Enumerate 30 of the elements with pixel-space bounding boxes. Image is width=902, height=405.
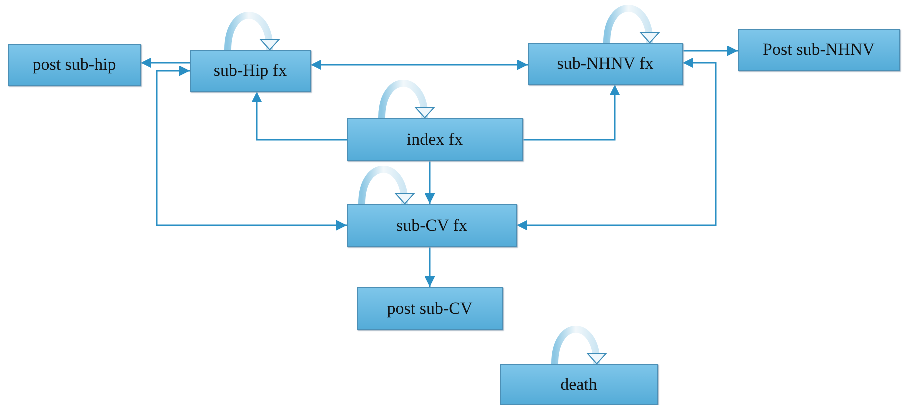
state-box bbox=[190, 50, 311, 92]
arrow bbox=[523, 85, 620, 141]
state-label: post sub-hip bbox=[32, 55, 116, 75]
arrow bbox=[424, 161, 436, 204]
state-box bbox=[500, 364, 658, 405]
self-loop-arrow bbox=[552, 326, 606, 365]
state-box bbox=[738, 29, 900, 71]
self-loop-arrow bbox=[604, 5, 660, 44]
arrow bbox=[252, 92, 347, 141]
state-label: sub-Hip fx bbox=[214, 61, 288, 81]
arrow bbox=[517, 58, 717, 231]
state-box bbox=[8, 44, 141, 86]
state-label: sub-NHNV fx bbox=[557, 54, 654, 74]
state-label: death bbox=[560, 374, 598, 394]
state-label: index fx bbox=[406, 130, 464, 150]
arrow bbox=[141, 58, 190, 68]
arrow bbox=[311, 60, 528, 70]
state-label: post sub-CV bbox=[387, 298, 473, 318]
state-box bbox=[347, 204, 517, 247]
state-box bbox=[357, 287, 503, 330]
state-box bbox=[347, 118, 523, 161]
arrow bbox=[683, 46, 738, 56]
self-loop-arrow bbox=[378, 80, 434, 119]
state-label: sub-CV fx bbox=[396, 216, 468, 236]
arrow bbox=[156, 66, 347, 231]
arrow bbox=[424, 247, 436, 287]
self-loop-arrow bbox=[224, 12, 280, 51]
state-label: Post sub-NHNV bbox=[763, 40, 875, 60]
self-loop-arrow bbox=[358, 166, 414, 205]
state-box bbox=[528, 43, 683, 85]
